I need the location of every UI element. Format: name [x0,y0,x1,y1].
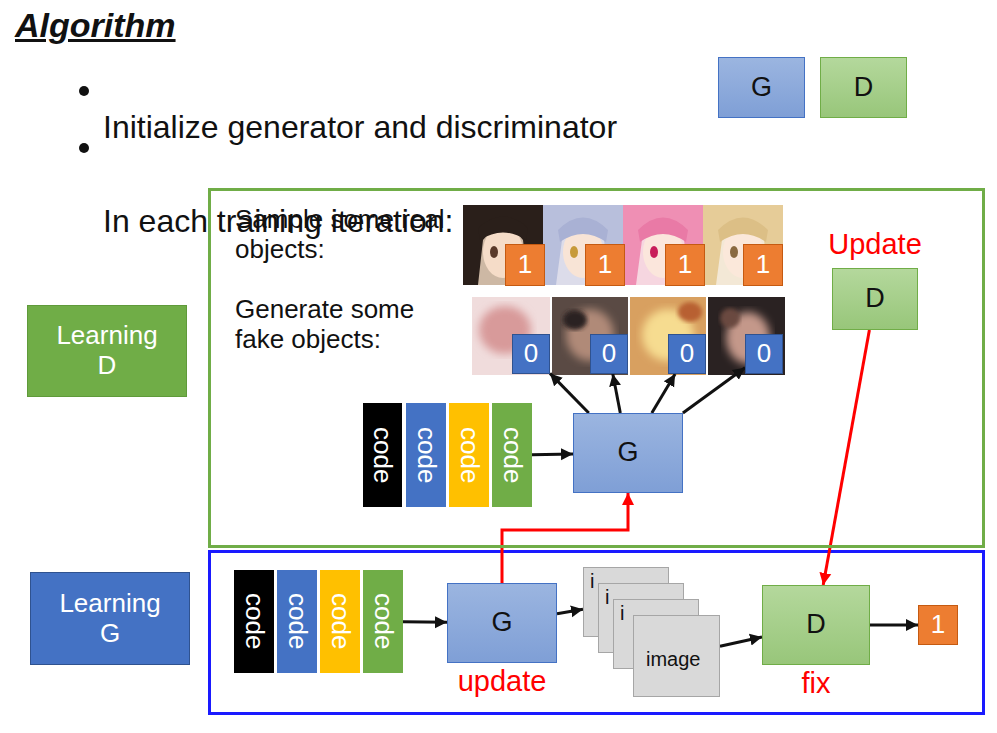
phase-region: Sample some real objects: Generate some f… [208,188,985,548]
code-bar: code [234,570,274,673]
node-text: 1 [678,250,692,280]
code-text: code [368,593,398,649]
node-text: 1 [756,250,770,280]
node-text: i [605,586,609,609]
label-badge: 0 [590,334,628,374]
node-text: D [854,72,874,103]
flow-arrow [403,620,447,624]
node-text: 0 [602,339,616,369]
node-text: D [806,609,826,640]
node-text: Learning D [51,321,163,381]
node-text: image [646,648,700,671]
node-text: 1 [931,610,945,640]
phase-label: Learning G [30,572,190,665]
code-text: code [411,427,441,483]
node-text: i [590,570,594,593]
flow-arrow [532,452,573,456]
node-text: G [617,437,638,468]
discriminator-box: UpdateD [832,268,918,330]
node-text: 0 [524,339,538,369]
phase-label: Learning D [27,305,187,397]
generator-box: Gupdate [447,583,557,663]
real-image [703,205,783,285]
label-badge: 1 [918,605,958,645]
fake-image [552,297,628,375]
discriminator-box: Dfix [762,585,870,665]
label-badge: 1 [505,244,545,286]
region-text: Generate some fake objects: [235,295,460,355]
node-text: D [865,283,885,314]
flow-arrow [683,368,745,413]
code-bar: code [363,403,403,507]
flow-arrow [720,637,762,646]
code-text: code [368,427,398,483]
page-title: Algorithm [15,6,997,45]
label-badge: 1 [665,244,705,286]
code-text: code [239,593,269,649]
code-text: code [454,427,484,483]
node-text: G [491,607,512,638]
code-bar: code [406,403,446,507]
node-text: 0 [680,339,694,369]
region-outline [210,552,984,714]
node-text: 0 [757,339,771,369]
image-card: image [633,615,720,697]
bullet-dot [79,143,89,153]
label-badge: 0 [745,334,783,374]
label-badge: 1 [585,244,625,286]
action-note: Update [828,228,922,261]
bullet-dot [79,86,89,96]
fake-image [472,297,550,375]
action-note: fix [802,667,831,700]
flow-arrow [652,374,675,413]
flow-arrow [613,374,621,413]
code-bar: code [320,570,360,673]
node-text: Learning G [54,589,166,649]
node-text: 1 [598,250,612,280]
flow-arrow [550,373,589,413]
code-bar: code [449,403,489,507]
code-text: code [325,593,355,649]
label-badge: 0 [668,334,706,374]
node-text: G [751,72,772,103]
generator-box: G [718,57,805,118]
generator-box: G [573,413,683,493]
action-note: update [458,665,547,698]
discriminator-box: D [820,57,907,118]
node-text: 1 [518,250,532,280]
node-text: i [620,602,624,625]
code-bar: code [363,570,403,673]
code-bar: code [492,403,532,507]
code-text: code [282,593,312,649]
flow-arrow [557,609,583,613]
fake-image [708,297,785,375]
region-text: Sample some real objects: [235,205,460,265]
label-badge: 0 [512,334,550,374]
fake-image [630,297,706,375]
flow-arrow [870,624,918,627]
code-bar: code [277,570,317,673]
code-text: code [497,427,527,483]
label-badge: 1 [743,244,783,286]
